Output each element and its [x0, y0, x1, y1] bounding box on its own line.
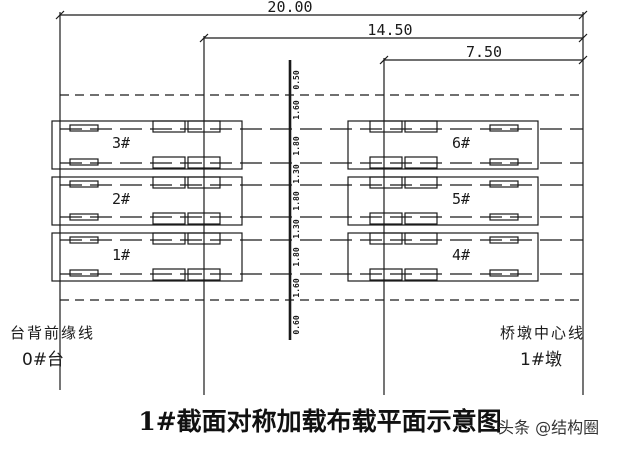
- spacing-label: 1.30: [292, 164, 301, 183]
- left-line-label: 台背前缘线: [10, 324, 95, 342]
- vehicle-1: [51, 232, 243, 282]
- vehicle-5: [347, 176, 539, 226]
- right-line-label: 桥墩中心线: [500, 324, 585, 342]
- spacing-label: 1.60: [292, 278, 301, 297]
- dim-total: 20.00: [267, 0, 312, 16]
- vehicle-label-1: 1#: [112, 246, 130, 264]
- spacing-label: 1.80: [292, 136, 301, 155]
- vehicle-label-5: 5#: [452, 190, 470, 208]
- spacing-label: 0.50: [292, 70, 301, 89]
- left-support-label: 0#台: [22, 350, 64, 370]
- spacing-label: 1.60: [292, 100, 301, 119]
- dim-short: 7.50: [466, 43, 502, 61]
- vehicle-label-4: 4#: [452, 246, 470, 264]
- vehicle-3: [51, 120, 243, 170]
- vehicle-6: [347, 120, 539, 170]
- dim-mid: 14.50: [367, 21, 412, 39]
- vehicle-2: [51, 176, 243, 226]
- watermark: 头条 @结构圈: [498, 418, 600, 437]
- spacing-label: 1.30: [292, 219, 301, 238]
- diagram-caption: 1#截面对称加载布载平面示意图: [138, 407, 502, 436]
- vehicle-label-2: 2#: [112, 190, 130, 208]
- spacing-label: 1.80: [292, 191, 301, 210]
- vehicle-label-6: 6#: [452, 134, 470, 152]
- spacing-label: 1.80: [292, 247, 301, 266]
- spacing-label: 0.60: [292, 315, 301, 334]
- right-support-label: 1#墩: [520, 350, 562, 370]
- vehicle-4: [347, 232, 539, 282]
- vehicle-label-3: 3#: [112, 134, 130, 152]
